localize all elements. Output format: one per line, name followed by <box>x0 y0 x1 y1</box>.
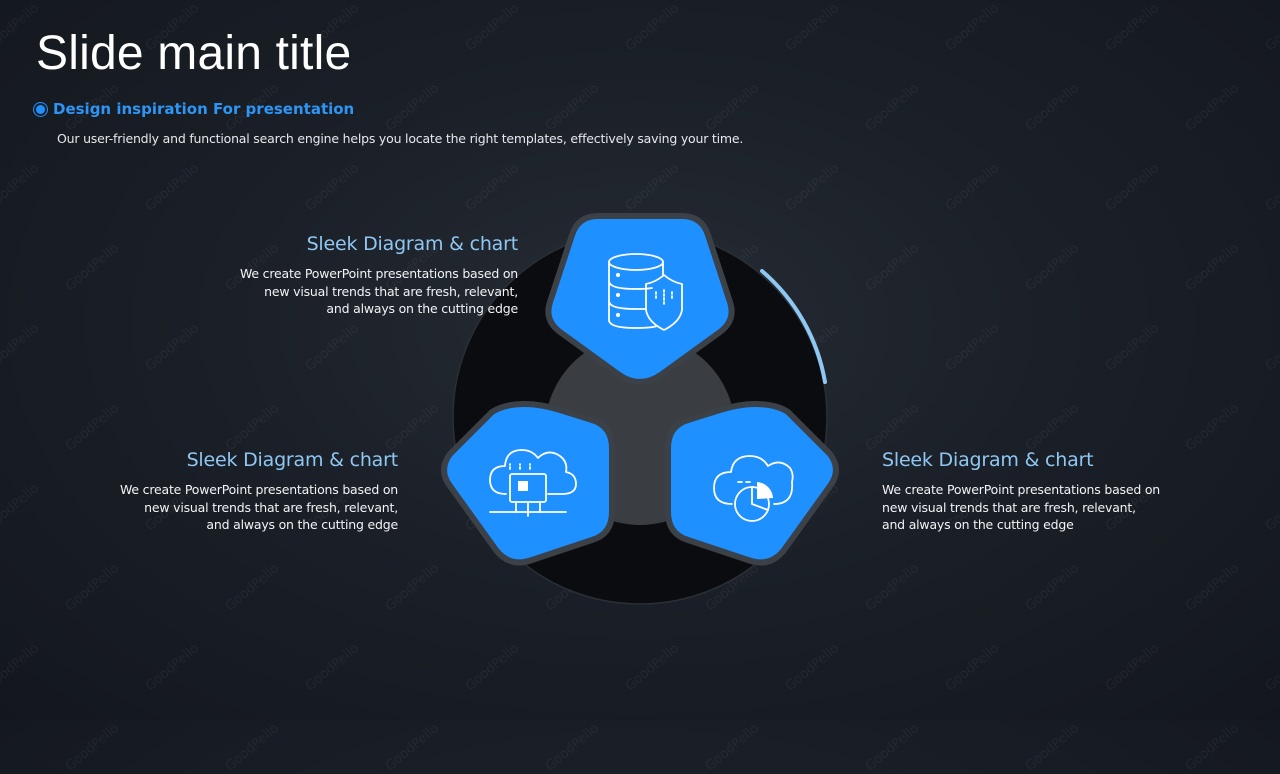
subtitle-row: Design inspiration For presentation <box>36 100 354 118</box>
text-block-top: Sleek Diagram & chart We create PowerPoi… <box>218 233 518 318</box>
slide-title: Slide main title <box>36 27 352 80</box>
watermark-text: GoodPello <box>62 720 123 774</box>
body-line: and always on the cutting edge <box>326 301 518 316</box>
watermark-text: GoodPello <box>542 720 603 774</box>
cloud-pie-chart-icon <box>713 455 794 522</box>
database-shield-icon <box>608 253 683 331</box>
block-body: We create PowerPoint presentations based… <box>882 481 1182 534</box>
body-line: and always on the cutting edge <box>882 517 1074 532</box>
watermark-text: GoodPello <box>702 720 763 774</box>
body-line: and always on the cutting edge <box>206 517 398 532</box>
body-line: We create PowerPoint presentations based… <box>119 482 398 497</box>
text-block-right: Sleek Diagram & chart We create PowerPoi… <box>882 449 1182 534</box>
block-heading: Sleek Diagram & chart <box>186 449 399 471</box>
body-line: new visual trends that are fresh, releva… <box>144 499 398 515</box>
cloud-chip-icon <box>489 449 577 517</box>
slide-subtitle: Design inspiration For presentation <box>53 100 355 118</box>
bullet-dot-icon <box>36 104 45 114</box>
block-heading: Sleek Diagram & chart <box>306 233 519 255</box>
accent-arc <box>760 269 827 384</box>
block-body: We create PowerPoint presentations based… <box>98 481 398 534</box>
watermark-text: GoodPello <box>1182 720 1243 774</box>
pentagon-bottom-right <box>665 401 839 566</box>
watermark-text: GoodPello <box>382 720 443 774</box>
body-line: new visual trends that are fresh, releva… <box>264 283 518 299</box>
body-line: We create PowerPoint presentations based… <box>239 266 518 281</box>
text-block-left: Sleek Diagram & chart We create PowerPoi… <box>98 449 398 534</box>
pentagon-top <box>545 213 735 385</box>
watermark-text: GoodPello <box>862 720 923 774</box>
body-line: We create PowerPoint presentations based… <box>882 482 1161 497</box>
block-heading: Sleek Diagram & chart <box>882 449 1094 471</box>
block-body: We create PowerPoint presentations based… <box>218 265 518 318</box>
three-pentagon-diagram <box>441 213 839 605</box>
watermark-text: GoodPello <box>1022 720 1083 774</box>
body-line: new visual trends that are fresh, releva… <box>882 499 1136 515</box>
watermark-text: GoodPello <box>222 720 283 774</box>
slide-description: Our user-friendly and functional search … <box>57 131 744 146</box>
